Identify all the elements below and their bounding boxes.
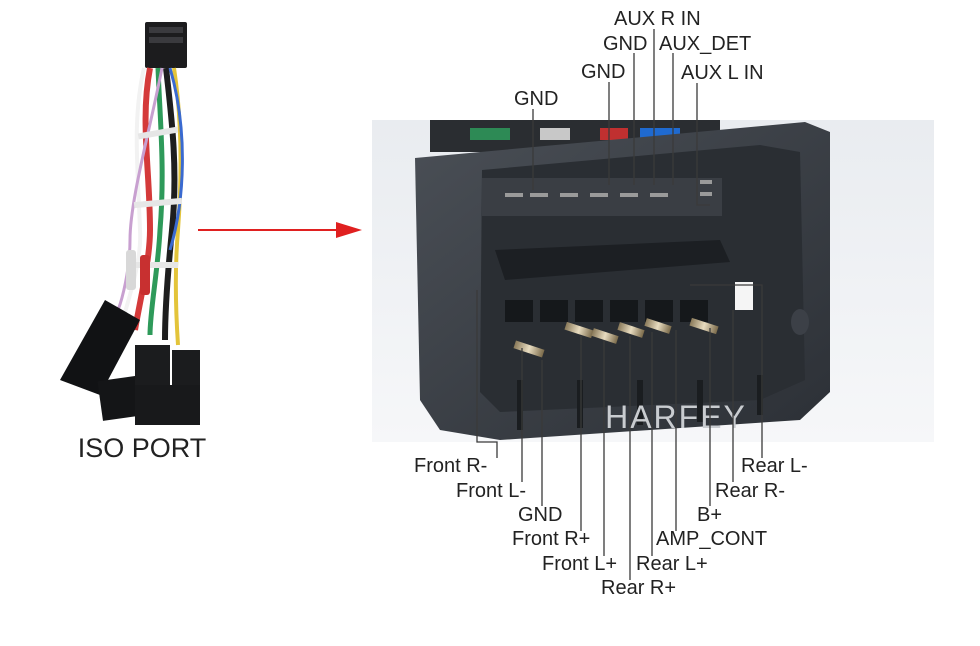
wire-harness-illustration (60, 22, 200, 425)
connector-photo (372, 120, 934, 442)
top-leader-lines (532, 29, 710, 206)
leader-rear-l-minus (690, 284, 763, 458)
label-aux-det: AUX_DET (659, 33, 751, 55)
label-rear-l-minus: Rear L- (741, 455, 808, 477)
label-aux-r-in: AUX R IN (614, 8, 701, 30)
label-b-plus: B+ (697, 504, 722, 526)
bottom-leader-lines (476, 284, 763, 580)
top-pin-labels: AUX R IN GND AUX_DET GND AUX L IN GND (514, 8, 764, 110)
label-gnd-2: GND (581, 61, 625, 83)
bottom-pin-labels: Front R- Front L- GND Front R+ Front L+ … (414, 455, 808, 599)
leader-aux-l-in (696, 83, 710, 206)
label-aux-l-in: AUX L IN (681, 62, 764, 84)
watermark: HARFEY (605, 399, 747, 435)
label-rear-r-minus: Rear R- (715, 480, 785, 502)
label-rear-l-plus: Rear L+ (636, 553, 708, 575)
label-front-r-plus: Front R+ (512, 528, 590, 550)
caption-iso-port: ISO PORT (78, 433, 207, 463)
label-front-l-plus: Front L+ (542, 553, 617, 575)
label-gnd-1: GND (603, 33, 647, 55)
pointer-arrow (198, 222, 362, 238)
label-front-l-minus: Front L- (456, 480, 526, 502)
leader-front-r-minus (476, 290, 498, 458)
label-gnd-bottom: GND (518, 504, 562, 526)
label-rear-r-plus: Rear R+ (601, 577, 676, 599)
label-amp-cont: AMP_CONT (656, 528, 767, 550)
label-front-r-minus: Front R- (414, 455, 487, 477)
label-gnd-3: GND (514, 88, 558, 110)
